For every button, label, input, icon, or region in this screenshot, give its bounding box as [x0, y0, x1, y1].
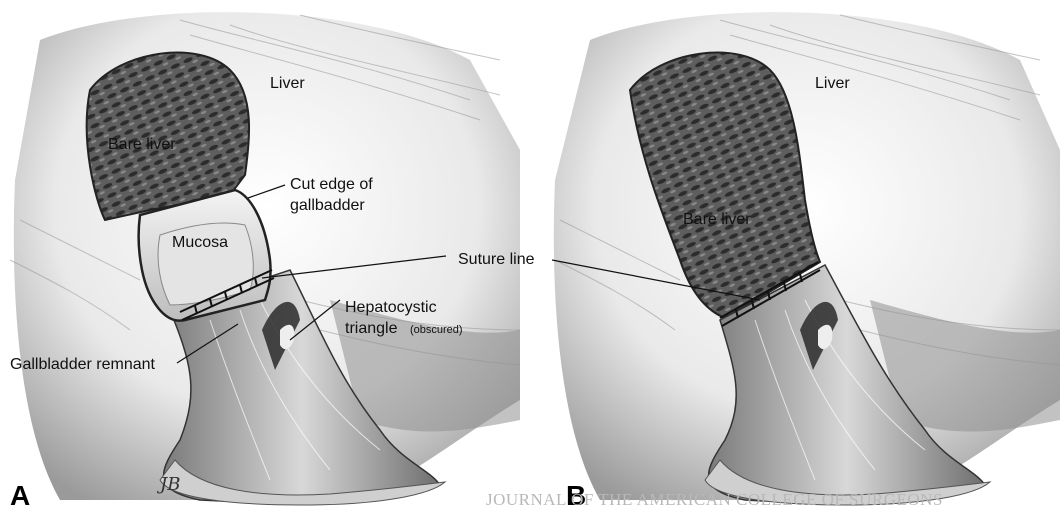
- artist-signature: JB: [156, 474, 180, 495]
- panel-a: Liver Bare liver Cut edge of gallbadder …: [10, 12, 535, 511]
- label-gallbladder-remnant: Gallbladder remnant: [10, 356, 156, 373]
- label-cut-edge-a-line1: Cut edge of: [290, 176, 373, 193]
- label-liver-b: Liver: [815, 75, 850, 92]
- label-mucosa-a: Mucosa: [172, 234, 228, 251]
- label-bare-liver-a: Bare liver: [108, 136, 176, 153]
- panel-letter-a: A: [10, 480, 30, 511]
- panel-b: Liver Bare liver B: [552, 12, 1060, 511]
- label-bare-liver-b: Bare liver: [683, 211, 751, 228]
- label-hepatocystic-line1: Hepatocystic: [345, 299, 437, 316]
- label-obscured: (obscured): [410, 324, 463, 336]
- label-liver-a: Liver: [270, 75, 305, 92]
- journal-watermark: JOURNAL OF THE AMERICAN COLLEGE OF SURGE…: [486, 490, 943, 509]
- label-hepatocystic-line2: triangle: [345, 320, 398, 337]
- label-cut-edge-a-line2: gallbadder: [290, 197, 365, 214]
- label-suture-line: Suture line: [458, 251, 535, 268]
